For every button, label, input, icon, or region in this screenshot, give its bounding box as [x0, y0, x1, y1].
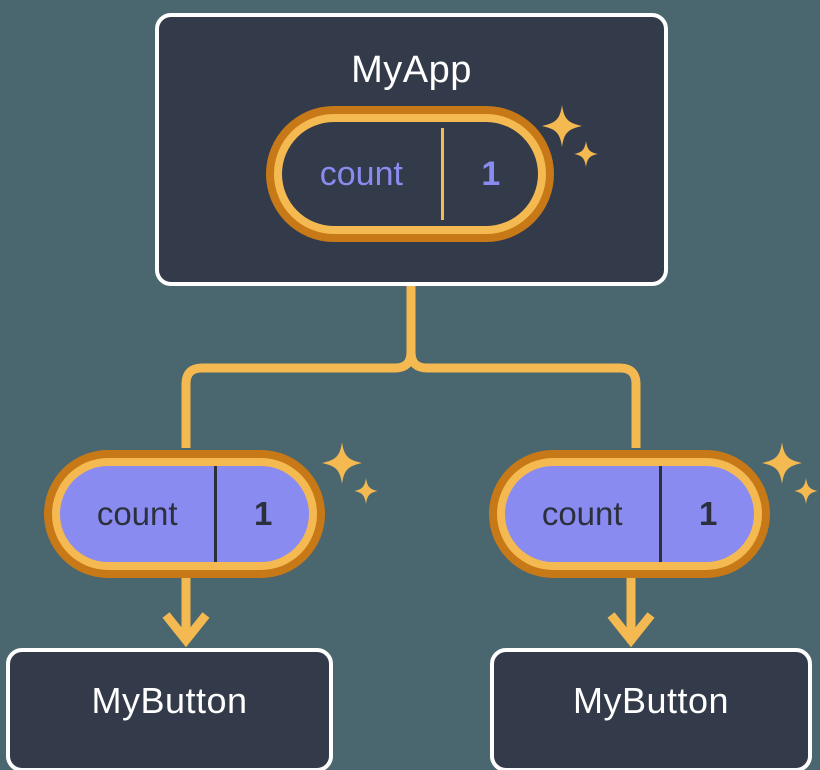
state-value-myapp: 1 — [481, 154, 501, 193]
state-key-myapp: count — [319, 154, 403, 193]
state-pill-divider — [659, 466, 663, 562]
connector-branch-left — [181, 351, 416, 448]
component-card-mybutton-left[interactable]: MyButton — [6, 648, 333, 770]
state-key-child-left: count — [96, 495, 178, 532]
state-pill-ring-inner: count 1 — [274, 114, 546, 234]
component-title-mybutton-right: MyButton — [572, 680, 730, 721]
state-pill-ring-inner: count 1 — [497, 458, 762, 570]
state-pill-body: count 1 — [505, 466, 754, 562]
connector-arrow-right-head — [607, 612, 655, 648]
state-value-child-right: 1 — [699, 495, 718, 532]
state-value-child-left: 1 — [254, 495, 273, 532]
state-key-child-right: count — [541, 495, 623, 532]
state-pill-child-left[interactable]: count 1 — [44, 450, 325, 578]
state-pill-divider — [214, 466, 218, 562]
component-title-myapp: MyApp — [351, 49, 472, 91]
state-pill-myapp[interactable]: count 1 — [266, 106, 554, 242]
connector-arrow-left-head — [162, 612, 210, 648]
state-pill-child-right[interactable]: count 1 — [489, 450, 770, 578]
state-pill-ring-inner: count 1 — [52, 458, 317, 570]
component-title-mybutton-left: MyButton — [91, 680, 248, 721]
sparkle-icon — [322, 442, 378, 504]
state-pill-body: count 1 — [282, 122, 538, 226]
state-pill-divider — [440, 128, 444, 220]
state-pill-body: count 1 — [60, 466, 309, 562]
connector-branch-right — [406, 351, 641, 448]
component-card-mybutton-right[interactable]: MyButton — [490, 648, 812, 770]
